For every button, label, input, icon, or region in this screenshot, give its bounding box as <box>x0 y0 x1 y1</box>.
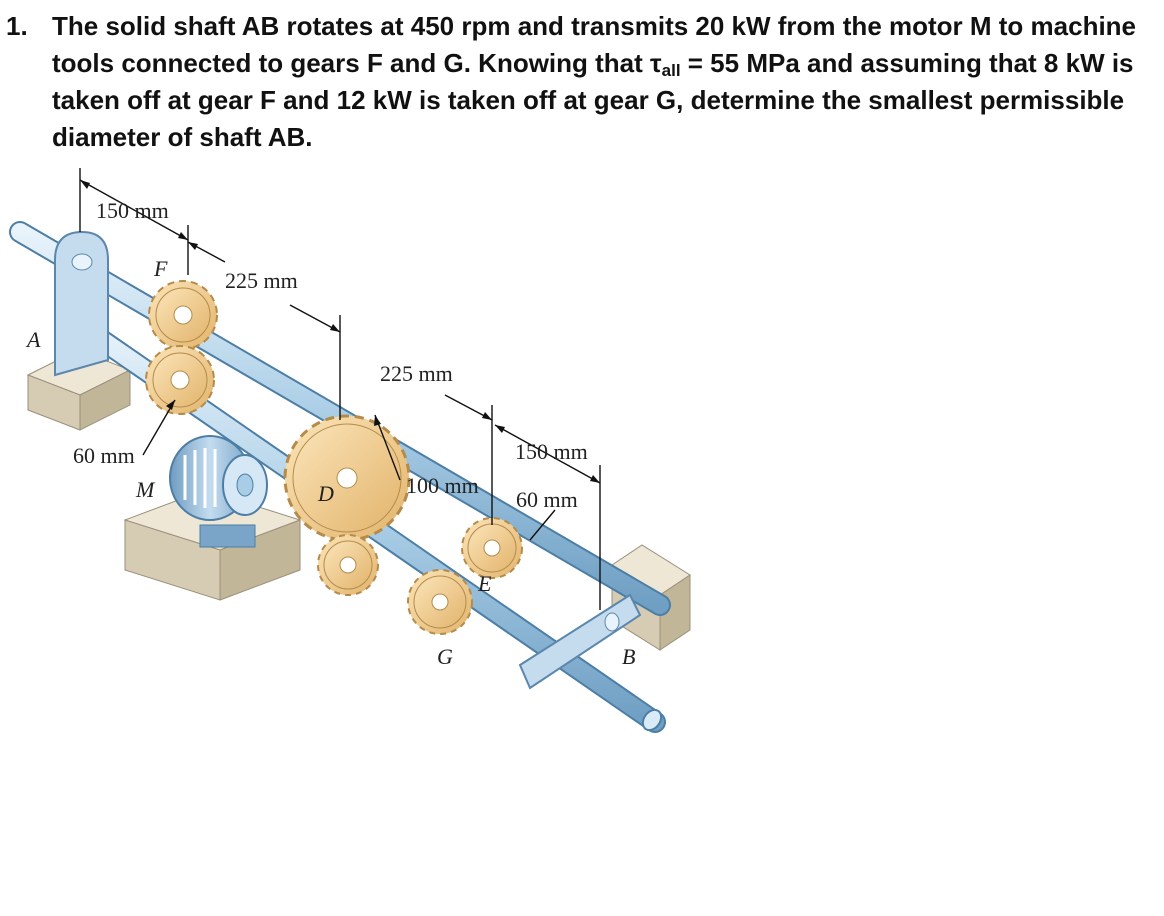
dim-225-a: 225 mm <box>225 268 298 293</box>
problem-statement: 1. The solid shaft AB rotates at 450 rpm… <box>6 8 1156 156</box>
label-M: M <box>135 477 156 502</box>
dimension-arrows <box>80 180 600 483</box>
label-B: B <box>622 644 635 669</box>
right-bracket <box>518 593 642 690</box>
motor-M <box>169 435 268 548</box>
label-A: A <box>25 327 41 352</box>
dim-225-b: 225 mm <box>380 361 453 386</box>
label-D: D <box>317 481 334 506</box>
dim-150-right: 150 mm <box>515 439 588 464</box>
gear-D-pinion <box>317 534 379 596</box>
gear-D <box>283 414 411 542</box>
left-bracket <box>54 230 109 377</box>
problem-text: The solid shaft AB rotates at 450 rpm an… <box>52 11 1137 152</box>
gear-F <box>148 280 218 350</box>
dim-100: 100 mm <box>406 473 479 498</box>
gear-G <box>407 569 473 635</box>
gear-F-mate <box>145 345 215 415</box>
label-G: G <box>437 644 453 669</box>
problem-number: 1. <box>6 11 28 41</box>
dim-60-right: 60 mm <box>516 487 578 512</box>
gear-E <box>461 517 523 579</box>
dim-60-left: 60 mm <box>73 443 135 468</box>
dim-150-left: 150 mm <box>96 198 169 223</box>
tau-subscript: all <box>661 61 681 80</box>
label-F: F <box>153 256 168 281</box>
label-E: E <box>477 571 492 596</box>
